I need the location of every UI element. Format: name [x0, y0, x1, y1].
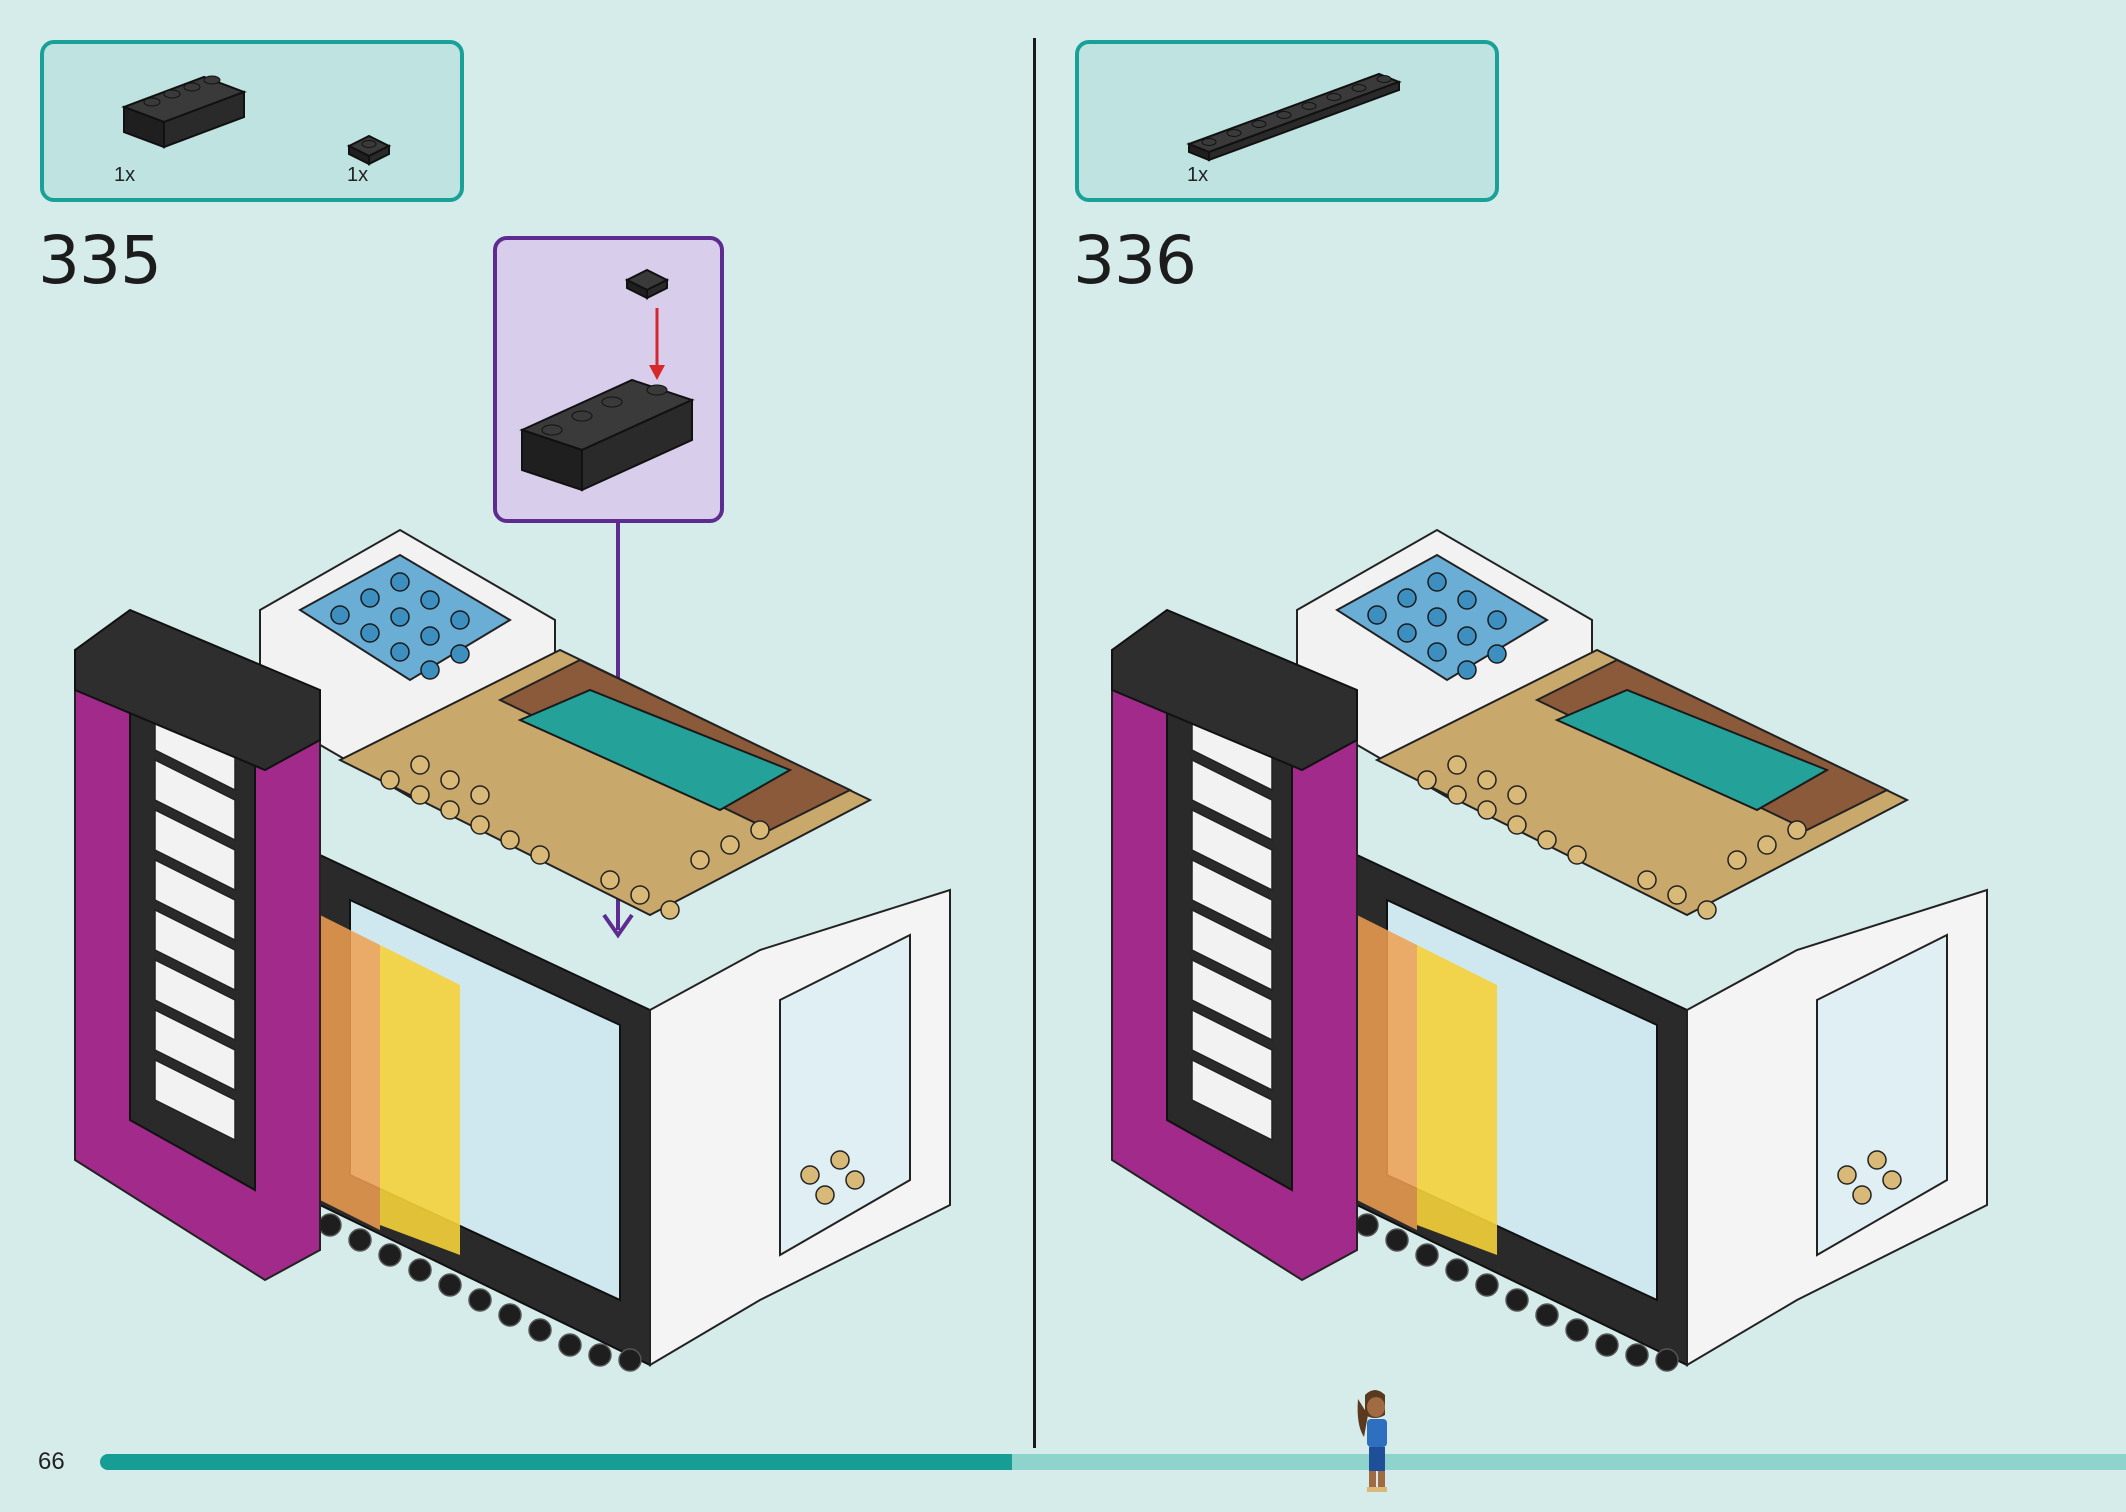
- qty-label: 1x: [1187, 164, 1209, 186]
- plate-1x8-black-icon: [1186, 72, 1402, 162]
- page-divider: [1033, 38, 1036, 1448]
- qty-label: 1x: [114, 164, 136, 186]
- sub-assembly-callout: [493, 236, 724, 523]
- page-number: 66: [38, 1448, 65, 1475]
- progress-fill: [100, 1454, 1012, 1470]
- model-step-335: [74, 529, 951, 1372]
- plate-1x1-black-icon: [346, 134, 392, 166]
- model-step-336: [1111, 529, 1988, 1372]
- sub-assembly-diagram: [519, 268, 695, 492]
- placement-arrow: [602, 523, 634, 939]
- parts-box-336: 1x: [1075, 40, 1499, 202]
- qty-label: 1x: [347, 164, 369, 186]
- brick-1x4-black-icon: [121, 75, 247, 149]
- step-number-335: 335: [38, 222, 162, 299]
- parts-box-335: 1x 1x: [40, 40, 464, 202]
- minifigure-icon: [1357, 1390, 1387, 1492]
- step-number-336: 336: [1073, 222, 1197, 299]
